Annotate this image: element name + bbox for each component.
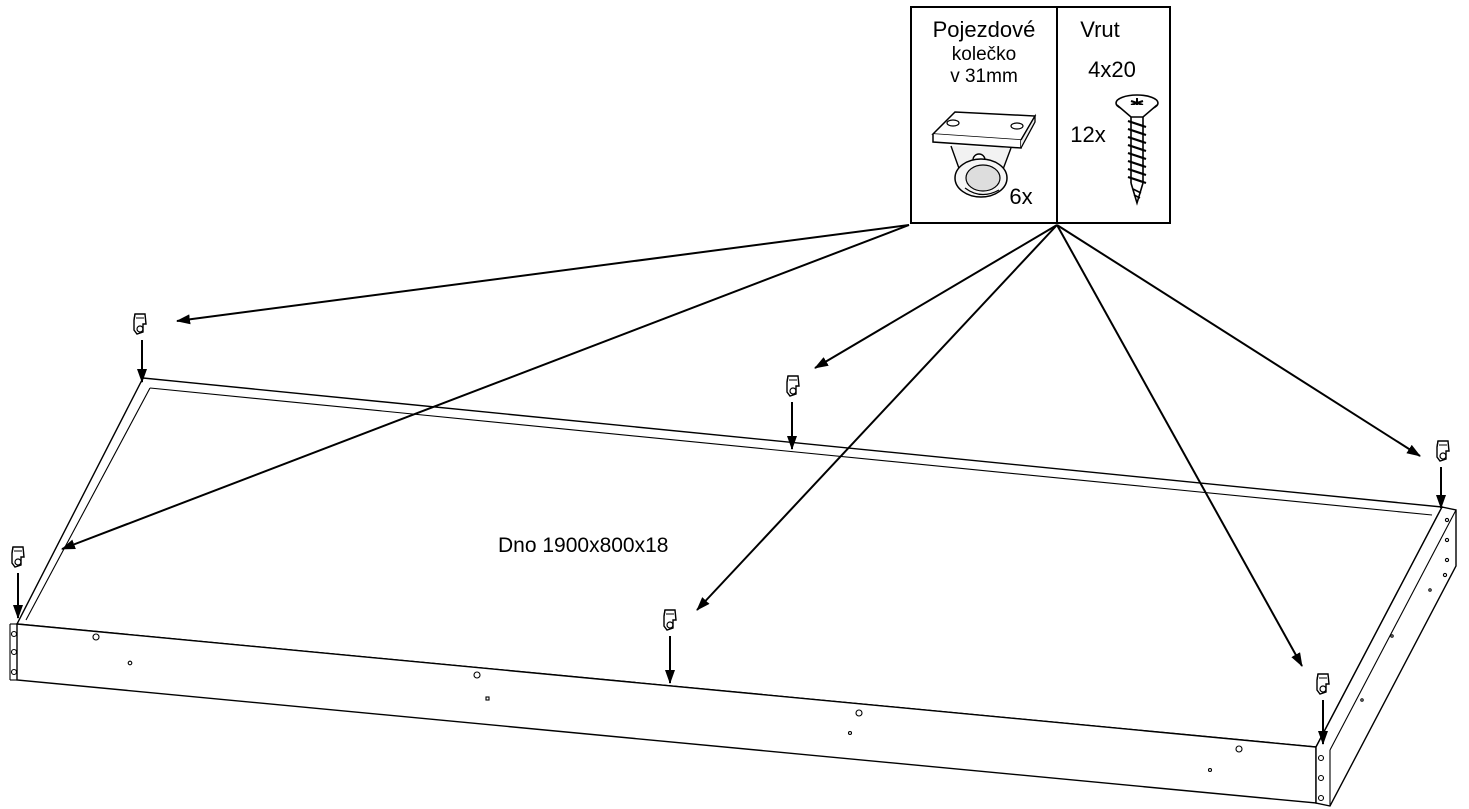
screw-panel: Vrut 4x20 12x: [1070, 17, 1159, 206]
caster-mark-1: [133, 313, 147, 383]
caster-wheel-icon: [931, 111, 1037, 198]
screw-title-line1: Vrut: [1080, 17, 1120, 42]
leader-arrow-3: [814, 224, 1058, 369]
leader-arrow-1: [176, 224, 910, 325]
caster-mark-6: [1316, 673, 1330, 745]
caster-title-line1: Pojezdové: [933, 17, 1036, 42]
caster-mark-2: [786, 375, 800, 450]
leader-arrow-2: [61, 224, 910, 550]
caster-mark-4: [11, 546, 25, 619]
leader-arrows: [61, 224, 1421, 667]
leader-arrow-4: [696, 224, 1058, 611]
screw-title-line2: 4x20: [1088, 57, 1136, 82]
caster-title-line2: kolečko: [952, 44, 1016, 65]
screw-quantity: 12x: [1070, 122, 1105, 147]
caster-quantity: 6x: [1009, 184, 1032, 209]
parts-legend: Pojezdové kolečko v 31mm 6x: [910, 6, 1171, 224]
wood-screw-icon: [1115, 94, 1159, 206]
caster-mark-3: [1436, 440, 1450, 509]
caster-mark-5: [663, 609, 677, 684]
caster-title-line3: v 31mm: [950, 66, 1018, 87]
leader-arrow-6: [1056, 224, 1421, 457]
board-label: Dno 1900x800x18: [498, 534, 668, 557]
board-holes: [10, 517, 1450, 802]
caster-positions: [11, 313, 1450, 745]
caster-panel: Pojezdové kolečko v 31mm 6x: [931, 17, 1037, 209]
leader-arrow-5: [1056, 224, 1303, 667]
bottom-board: [9, 377, 1457, 807]
